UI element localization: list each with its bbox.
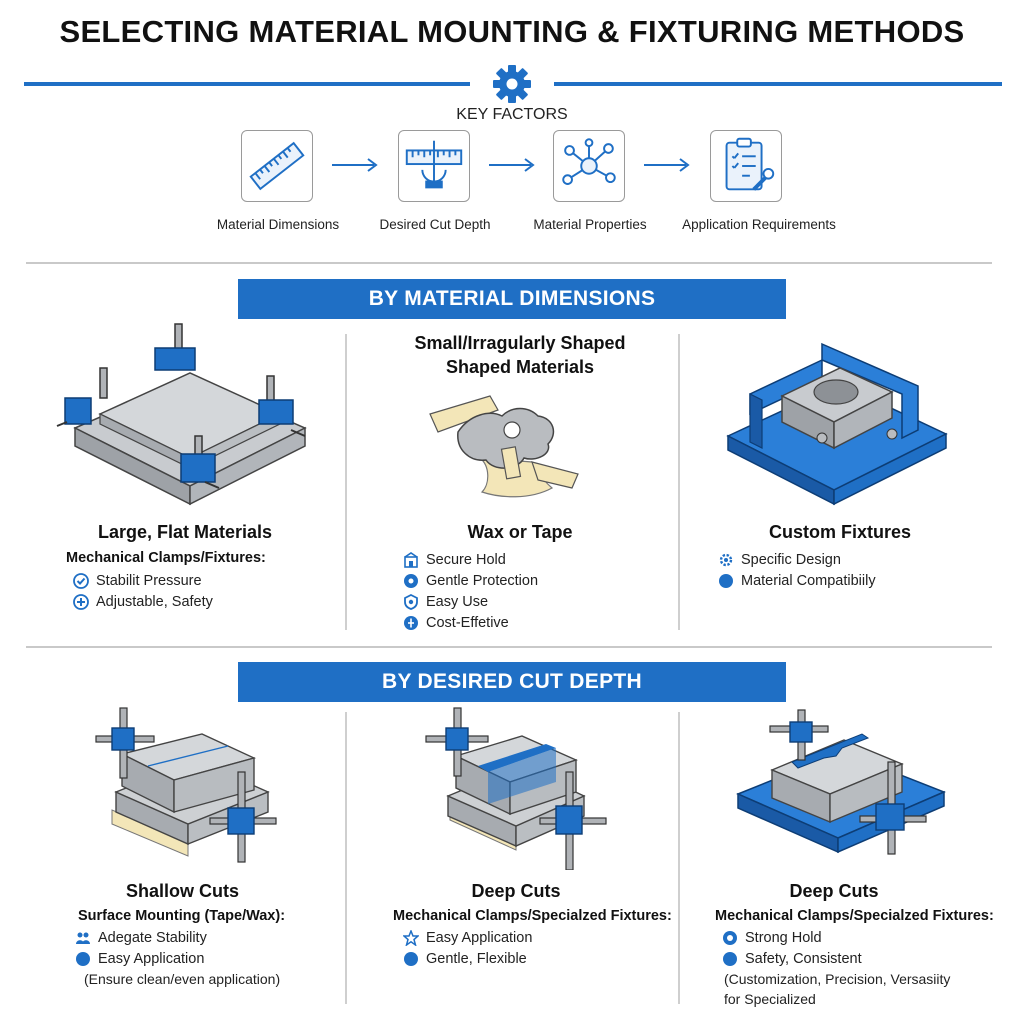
gear-design-icon <box>719 553 733 566</box>
star-icon <box>403 929 419 946</box>
gear-icon <box>493 65 531 103</box>
column-divider <box>345 712 347 1004</box>
hold-badge-icon <box>723 930 737 945</box>
section-banner-material-dimensions: BY MATERIAL DIMENSIONS <box>238 279 786 319</box>
key-factors-label: KEY FACTORS <box>456 106 568 123</box>
column-title: Large, Flat Materials <box>97 522 273 542</box>
drop-icon <box>404 573 418 588</box>
list-item: Cost-Effetive <box>403 612 509 633</box>
adjust-icon <box>73 593 89 610</box>
dot-icon <box>723 951 737 966</box>
column-title: Shallow Cuts <box>125 881 239 901</box>
column-subtitle: Mechanical Clamps/Fixtures: <box>66 550 266 566</box>
dot-icon <box>76 951 90 966</box>
key-factor-label: Application Requirements <box>682 217 836 232</box>
people-icon <box>76 932 90 944</box>
list-item: Gentle, Flexible <box>403 948 527 969</box>
column-title: Deep Cuts <box>471 881 561 901</box>
clipboard-wrench-icon <box>710 130 782 202</box>
column-subtitle: Surface Mounting (Tape/Wax): <box>78 908 286 924</box>
column-divider <box>345 334 347 630</box>
list-item: Specific Design <box>718 549 841 570</box>
list-item: Easy Use <box>403 591 488 612</box>
key-factor-label: Desired Cut Depth <box>379 217 491 232</box>
list-item: Easy Application <box>403 927 532 948</box>
ruler-icon <box>241 130 313 202</box>
depth-gauge-icon <box>398 130 470 202</box>
coin-icon <box>404 615 418 630</box>
fixture-plate-illustration <box>736 709 946 855</box>
shield-icon <box>404 593 418 610</box>
arrow-right-icon <box>332 158 378 172</box>
header-rule-left <box>24 82 470 86</box>
column-title: Wax or Tape <box>467 522 573 542</box>
column-title: Custom Fixtures <box>768 522 912 542</box>
page-title: SELECTING MATERIAL MOUNTING & FIXTURING … <box>59 14 965 49</box>
custom-fixture-illustration <box>726 342 948 506</box>
column-subtitle: Mechanical Clamps/Specialzed Fixtures: <box>715 908 994 924</box>
section-divider <box>26 262 992 264</box>
list-item: Safety, Consistent <box>722 948 862 969</box>
column-subtitle: Mechanical Clamps/Specialzed Fixtures: <box>393 908 672 924</box>
list-item: Secure Hold <box>403 549 506 570</box>
key-factor-label: Material Dimensions <box>216 217 340 232</box>
deep-cut-illustration <box>425 707 607 870</box>
clamp-fixture-illustration <box>56 323 307 506</box>
dot-icon <box>719 573 733 588</box>
list-item: Stabilit Pressure <box>73 570 202 591</box>
list-item: Gentle Protection <box>403 570 538 591</box>
section-divider <box>26 646 992 648</box>
wax-tape-illustration <box>429 395 579 498</box>
list-item: Adegate Stability <box>75 927 207 948</box>
list-item: Easy Application <box>75 948 204 969</box>
arrow-right-icon <box>644 158 690 172</box>
molecule-icon <box>553 130 625 202</box>
column-title: Deep Cuts <box>789 881 879 901</box>
key-factor-label: Material Properties <box>533 217 647 232</box>
dot-icon <box>404 951 418 966</box>
building-icon <box>404 551 418 568</box>
list-item: Strong Hold <box>722 927 822 948</box>
note-text: (Ensure clean/even application) <box>84 971 281 987</box>
list-item: Adjustable, Safety <box>73 591 213 612</box>
check-badge-icon <box>73 572 89 589</box>
column-top-label: Small/Irragularly Shaped Shaped Material… <box>414 333 626 377</box>
section-banner-cut-depth: BY DESIRED CUT DEPTH <box>238 662 786 702</box>
list-item: Material Compatibiily <box>718 570 876 591</box>
column-divider <box>678 334 680 630</box>
shallow-cut-illustration <box>95 707 277 863</box>
column-divider <box>678 712 680 1004</box>
header-rule-right <box>554 82 1002 86</box>
arrow-right-icon <box>489 158 535 172</box>
note-text: (Customization, Precision, Versasiity fo… <box>724 971 951 1007</box>
